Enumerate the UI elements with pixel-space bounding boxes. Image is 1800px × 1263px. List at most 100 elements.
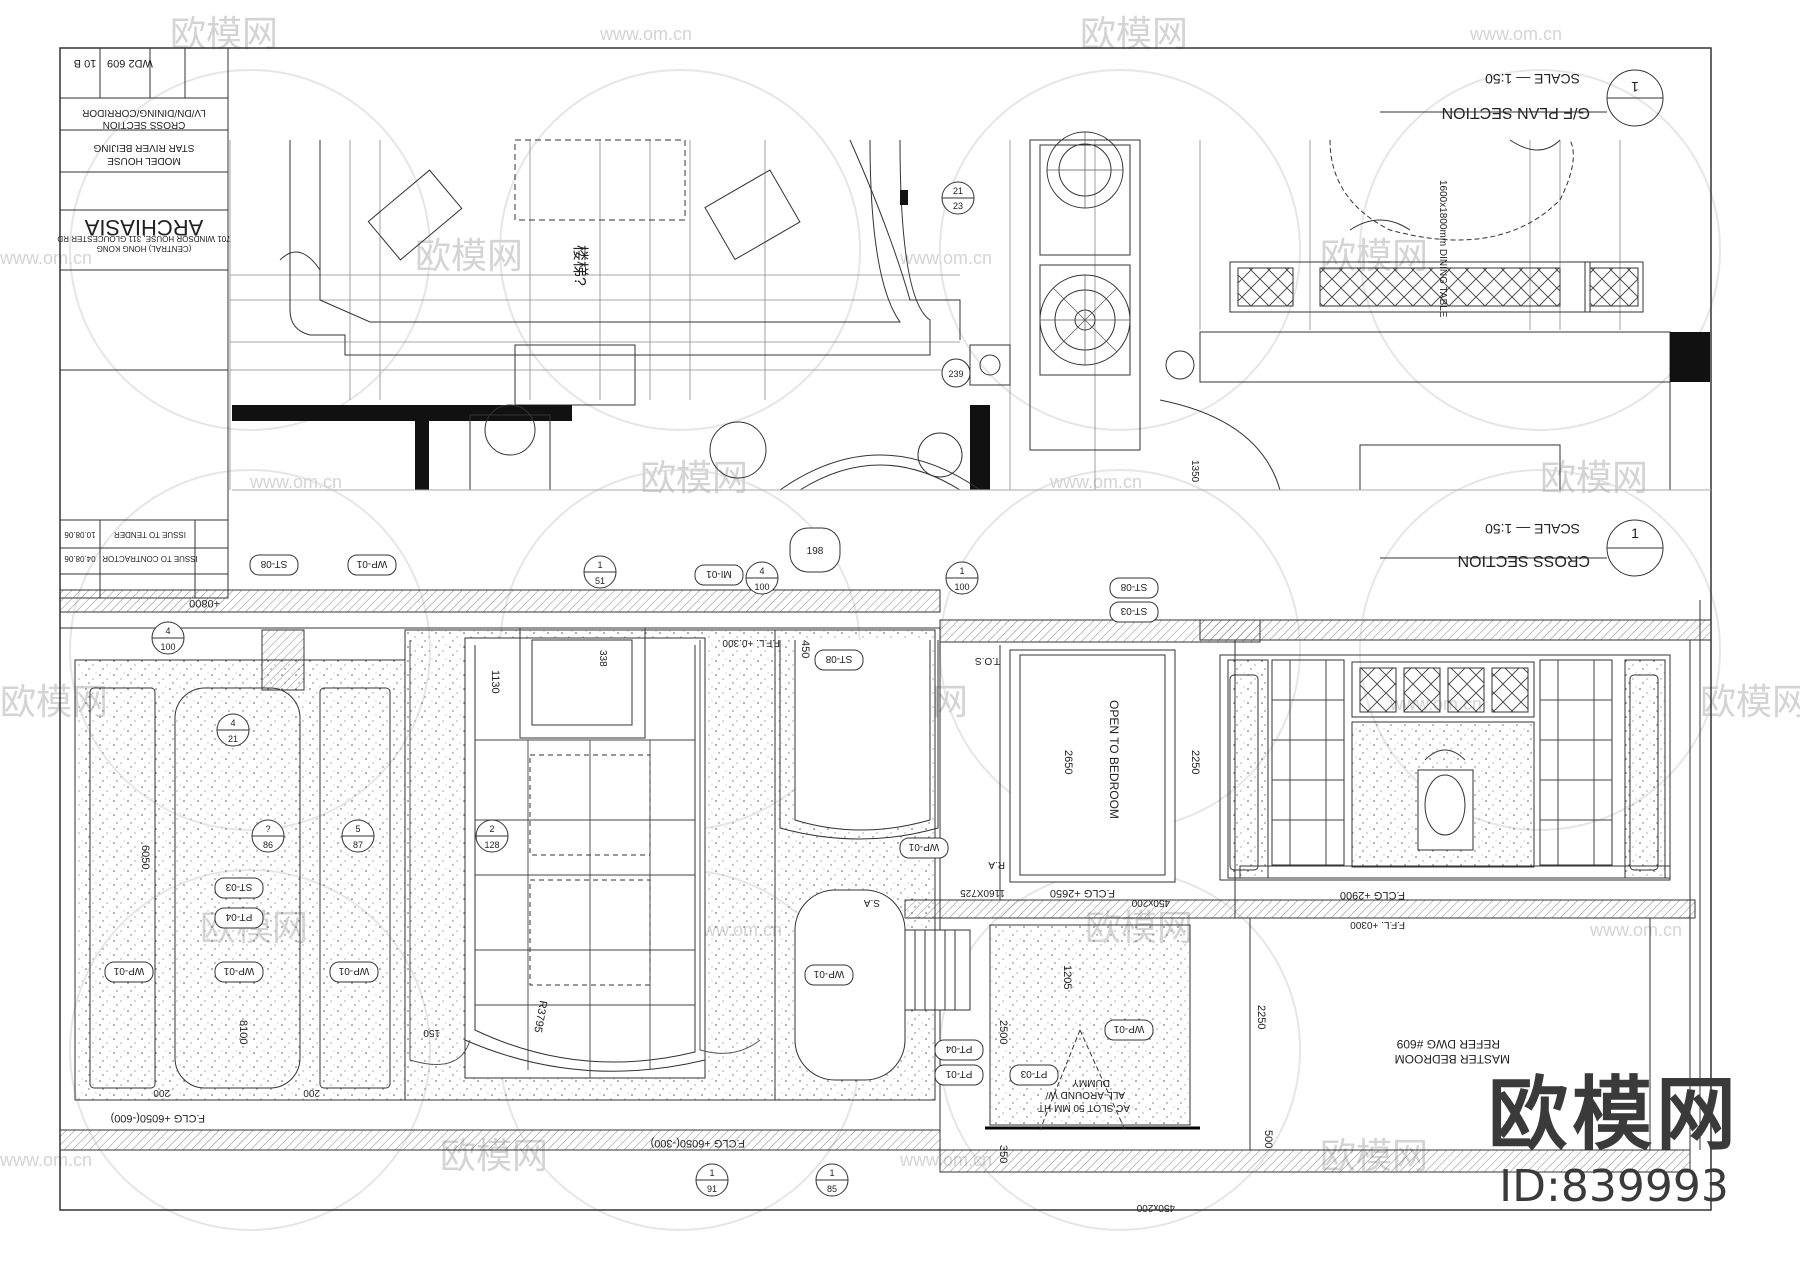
watermark-brand: 欧模网 xyxy=(415,236,523,277)
watermark-brand: 欧模网 xyxy=(1080,14,1188,55)
watermark-url: www.om.cn xyxy=(599,24,692,44)
svg-text:ST-03: ST-03 xyxy=(225,881,252,892)
label-tos: T.O.S xyxy=(975,655,1000,666)
label-ffl-2: F.F.L. +0300 xyxy=(1350,919,1405,930)
tag-wp01-e: WP-01 xyxy=(347,554,397,576)
issue-date-2: 10.08.06 xyxy=(64,530,96,539)
dim-200-b: 200 xyxy=(303,1087,320,1098)
svg-text:WP-01: WP-01 xyxy=(338,965,369,976)
svg-text:?: ? xyxy=(265,824,270,834)
issue-tender: ISSUE TO TENDER xyxy=(114,530,186,539)
dim-2650: 2650 xyxy=(1062,750,1074,774)
dim-2250: 2250 xyxy=(1189,750,1201,774)
section-title: CROSS SECTION xyxy=(1458,552,1590,569)
svg-text:1: 1 xyxy=(959,566,964,576)
firm-address-2: (CENTRAL) HONG KONG xyxy=(97,244,192,253)
svg-text:PT-03: PT-03 xyxy=(1020,1068,1047,1079)
dim-450x200: 450x200 xyxy=(1131,897,1170,908)
callout-198: 198 xyxy=(789,527,841,573)
callout-85: 185 xyxy=(815,1163,849,1197)
svg-text:WP-01: WP-01 xyxy=(356,558,387,569)
section-marker-number: 1 xyxy=(1631,525,1639,541)
drawing-title-2: CROSS SECTION xyxy=(103,119,186,130)
label-fclg-3: F.CLG +2650 xyxy=(1050,887,1115,899)
dim-150: 150 xyxy=(423,1027,440,1038)
section-title-marker xyxy=(1380,519,1664,577)
issue-contract: ISSUE TO CONTRACTOR xyxy=(102,554,198,563)
callout-1-100: 1 100 xyxy=(945,561,979,595)
label-open-to-bedroom: OPEN TO BEDROOM xyxy=(1107,700,1121,819)
callout-239: 239 xyxy=(941,358,971,388)
tag-wp01-f: WP-01 xyxy=(1104,1019,1154,1041)
callout-91: 191 xyxy=(695,1163,729,1197)
label-sa: S.A xyxy=(864,897,880,908)
dim-1350: 1350 xyxy=(1189,460,1200,483)
plan-marker-number: 1 xyxy=(1631,79,1639,95)
tag-wp01-b: WP-01 xyxy=(214,961,264,983)
svg-text:86: 86 xyxy=(263,840,273,850)
tag-pt03: PT-03 xyxy=(1009,1064,1059,1086)
label-dummy: DUMMY xyxy=(1072,1077,1110,1088)
svg-text:21: 21 xyxy=(228,734,238,744)
watermark-badge-id: ID:839993 xyxy=(1499,1161,1729,1212)
dim-2250-b: 2250 xyxy=(1255,1005,1267,1029)
label-master-bedroom: MASTER BEDROOM xyxy=(1395,1052,1510,1066)
drawing-title-1: LV/DN/DINING/CORRIDOR xyxy=(82,107,206,118)
watermark-brand: 欧模网 xyxy=(1700,682,1800,723)
chinese-stair-label: 楼梯? xyxy=(571,245,589,286)
watermark-brand: 欧模网 xyxy=(640,458,748,499)
svg-text:128: 128 xyxy=(484,840,499,850)
svg-text:4: 4 xyxy=(230,718,235,728)
svg-text:51: 51 xyxy=(595,576,605,586)
svg-text:WP-01: WP-01 xyxy=(113,965,144,976)
svg-text:WP-01: WP-01 xyxy=(223,965,254,976)
plan-title-marker: 1 G/F PLAN SECTION SCALE — 1:50 xyxy=(1380,69,1664,127)
watermark-brand: 欧模网 xyxy=(1540,458,1648,499)
svg-text:1: 1 xyxy=(597,560,602,570)
tag-pt04-a: PT-04 xyxy=(214,907,264,929)
dim-450x200-b: 450x200 xyxy=(1136,1202,1175,1213)
svg-text:239: 239 xyxy=(948,369,963,379)
svg-text:23: 23 xyxy=(953,201,963,211)
svg-text:85: 85 xyxy=(827,1184,837,1194)
title-block-text: ARCHIASIA 701 WINDSOR HOUSE, 311 GLOUCES… xyxy=(57,57,230,563)
tag-pt01: PT-01 xyxy=(934,1064,984,1086)
watermark-url: www.om.cn xyxy=(0,1150,92,1170)
svg-text:198: 198 xyxy=(807,546,824,557)
label-ac-slot: AC SLOT 50 MM HT xyxy=(1038,1102,1130,1113)
watermark-url: www.om.cn xyxy=(1589,920,1682,940)
section-scale: SCALE — 1:50 xyxy=(1485,521,1580,537)
watermark-badge: 欧模网 ID:839993 xyxy=(1488,1075,1740,1213)
svg-text:PT-01: PT-01 xyxy=(945,1068,972,1079)
svg-text:ST-08: ST-08 xyxy=(825,653,852,664)
svg-text:PT-04: PT-04 xyxy=(945,1043,972,1054)
label-grille: 1160X725 xyxy=(960,887,1005,898)
svg-text:1: 1 xyxy=(709,1168,714,1178)
firm-address-1: 701 WINDSOR HOUSE, 311 GLOUCESTER RD xyxy=(57,234,230,243)
label-fclg-2: F.CLG +6050(-300) xyxy=(651,1137,745,1149)
svg-text:100: 100 xyxy=(954,582,969,592)
svg-text:2: 2 xyxy=(489,824,494,834)
tag-wp01-d: WP-01 xyxy=(804,964,854,986)
svg-text:PT-04: PT-04 xyxy=(225,911,252,922)
dim-200-a: 200 xyxy=(153,1087,170,1098)
tag-wp01-g: WP-01 xyxy=(899,837,949,859)
tag-wp01-a: WP-01 xyxy=(104,961,154,983)
dim-6050: 6050 xyxy=(139,845,151,869)
label-refer-dwg: REFER DWG #609 xyxy=(1396,1037,1500,1051)
callout-86: ? 86 xyxy=(251,819,285,853)
tag-st08-b: ST-08 xyxy=(1109,577,1159,599)
section-labels: 1 CROSS SECTION SCALE — 1:50 OPEN TO BED… xyxy=(111,521,1640,1213)
callout-5-87: 587 xyxy=(341,819,375,853)
label-all-around: ALL-AROUND W/ xyxy=(1045,1089,1125,1100)
watermark-url: www.om.cn xyxy=(899,248,992,268)
project-name-1: STAR RIVER BEIJING xyxy=(93,142,194,153)
callout-51: 1 51 xyxy=(583,555,617,589)
dim-1130: 1130 xyxy=(489,670,501,694)
project-name-2: MODEL HOUSE xyxy=(107,155,181,166)
label-ra: R.A xyxy=(988,859,1005,870)
plan-section xyxy=(229,131,1710,491)
